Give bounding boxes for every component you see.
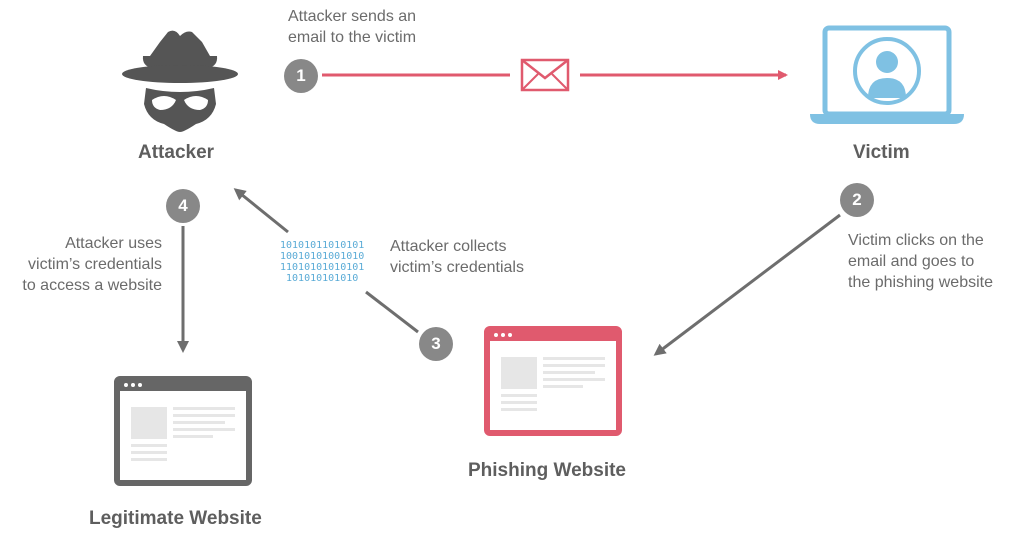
step-3-caption: Attacker collects victim’s credentials (390, 238, 524, 276)
step-badge-1: 1 (284, 59, 318, 93)
legitimate-website-label: Legitimate Website (89, 508, 262, 529)
step-4-caption: Attacker uses victim’s credentials to ac… (22, 235, 162, 294)
step-badge-3: 3 (419, 327, 453, 361)
laptop-user-icon (810, 25, 964, 124)
arrow-phishing-to-attacker (233, 188, 419, 334)
victim-label: Victim (853, 142, 910, 163)
step-badge-2: 2 (840, 183, 874, 217)
envelope-icon (520, 58, 570, 92)
browser-window-icon-legit (114, 376, 252, 486)
binary-credentials: 10101011010101 10010101001010 1101010101… (280, 240, 365, 284)
phishing-website-label: Phishing Website (468, 460, 627, 481)
browser-window-icon (484, 326, 622, 436)
spy-icon (122, 30, 238, 132)
attacker-label: Attacker (138, 142, 215, 163)
step-badge-4: 4 (166, 189, 200, 223)
step-1-caption: Attacker sends an email to the victim (288, 8, 417, 46)
step-2-caption: Victim clicks on the email and goes to t… (848, 232, 993, 291)
arrow-victim-to-phishing (653, 213, 841, 356)
